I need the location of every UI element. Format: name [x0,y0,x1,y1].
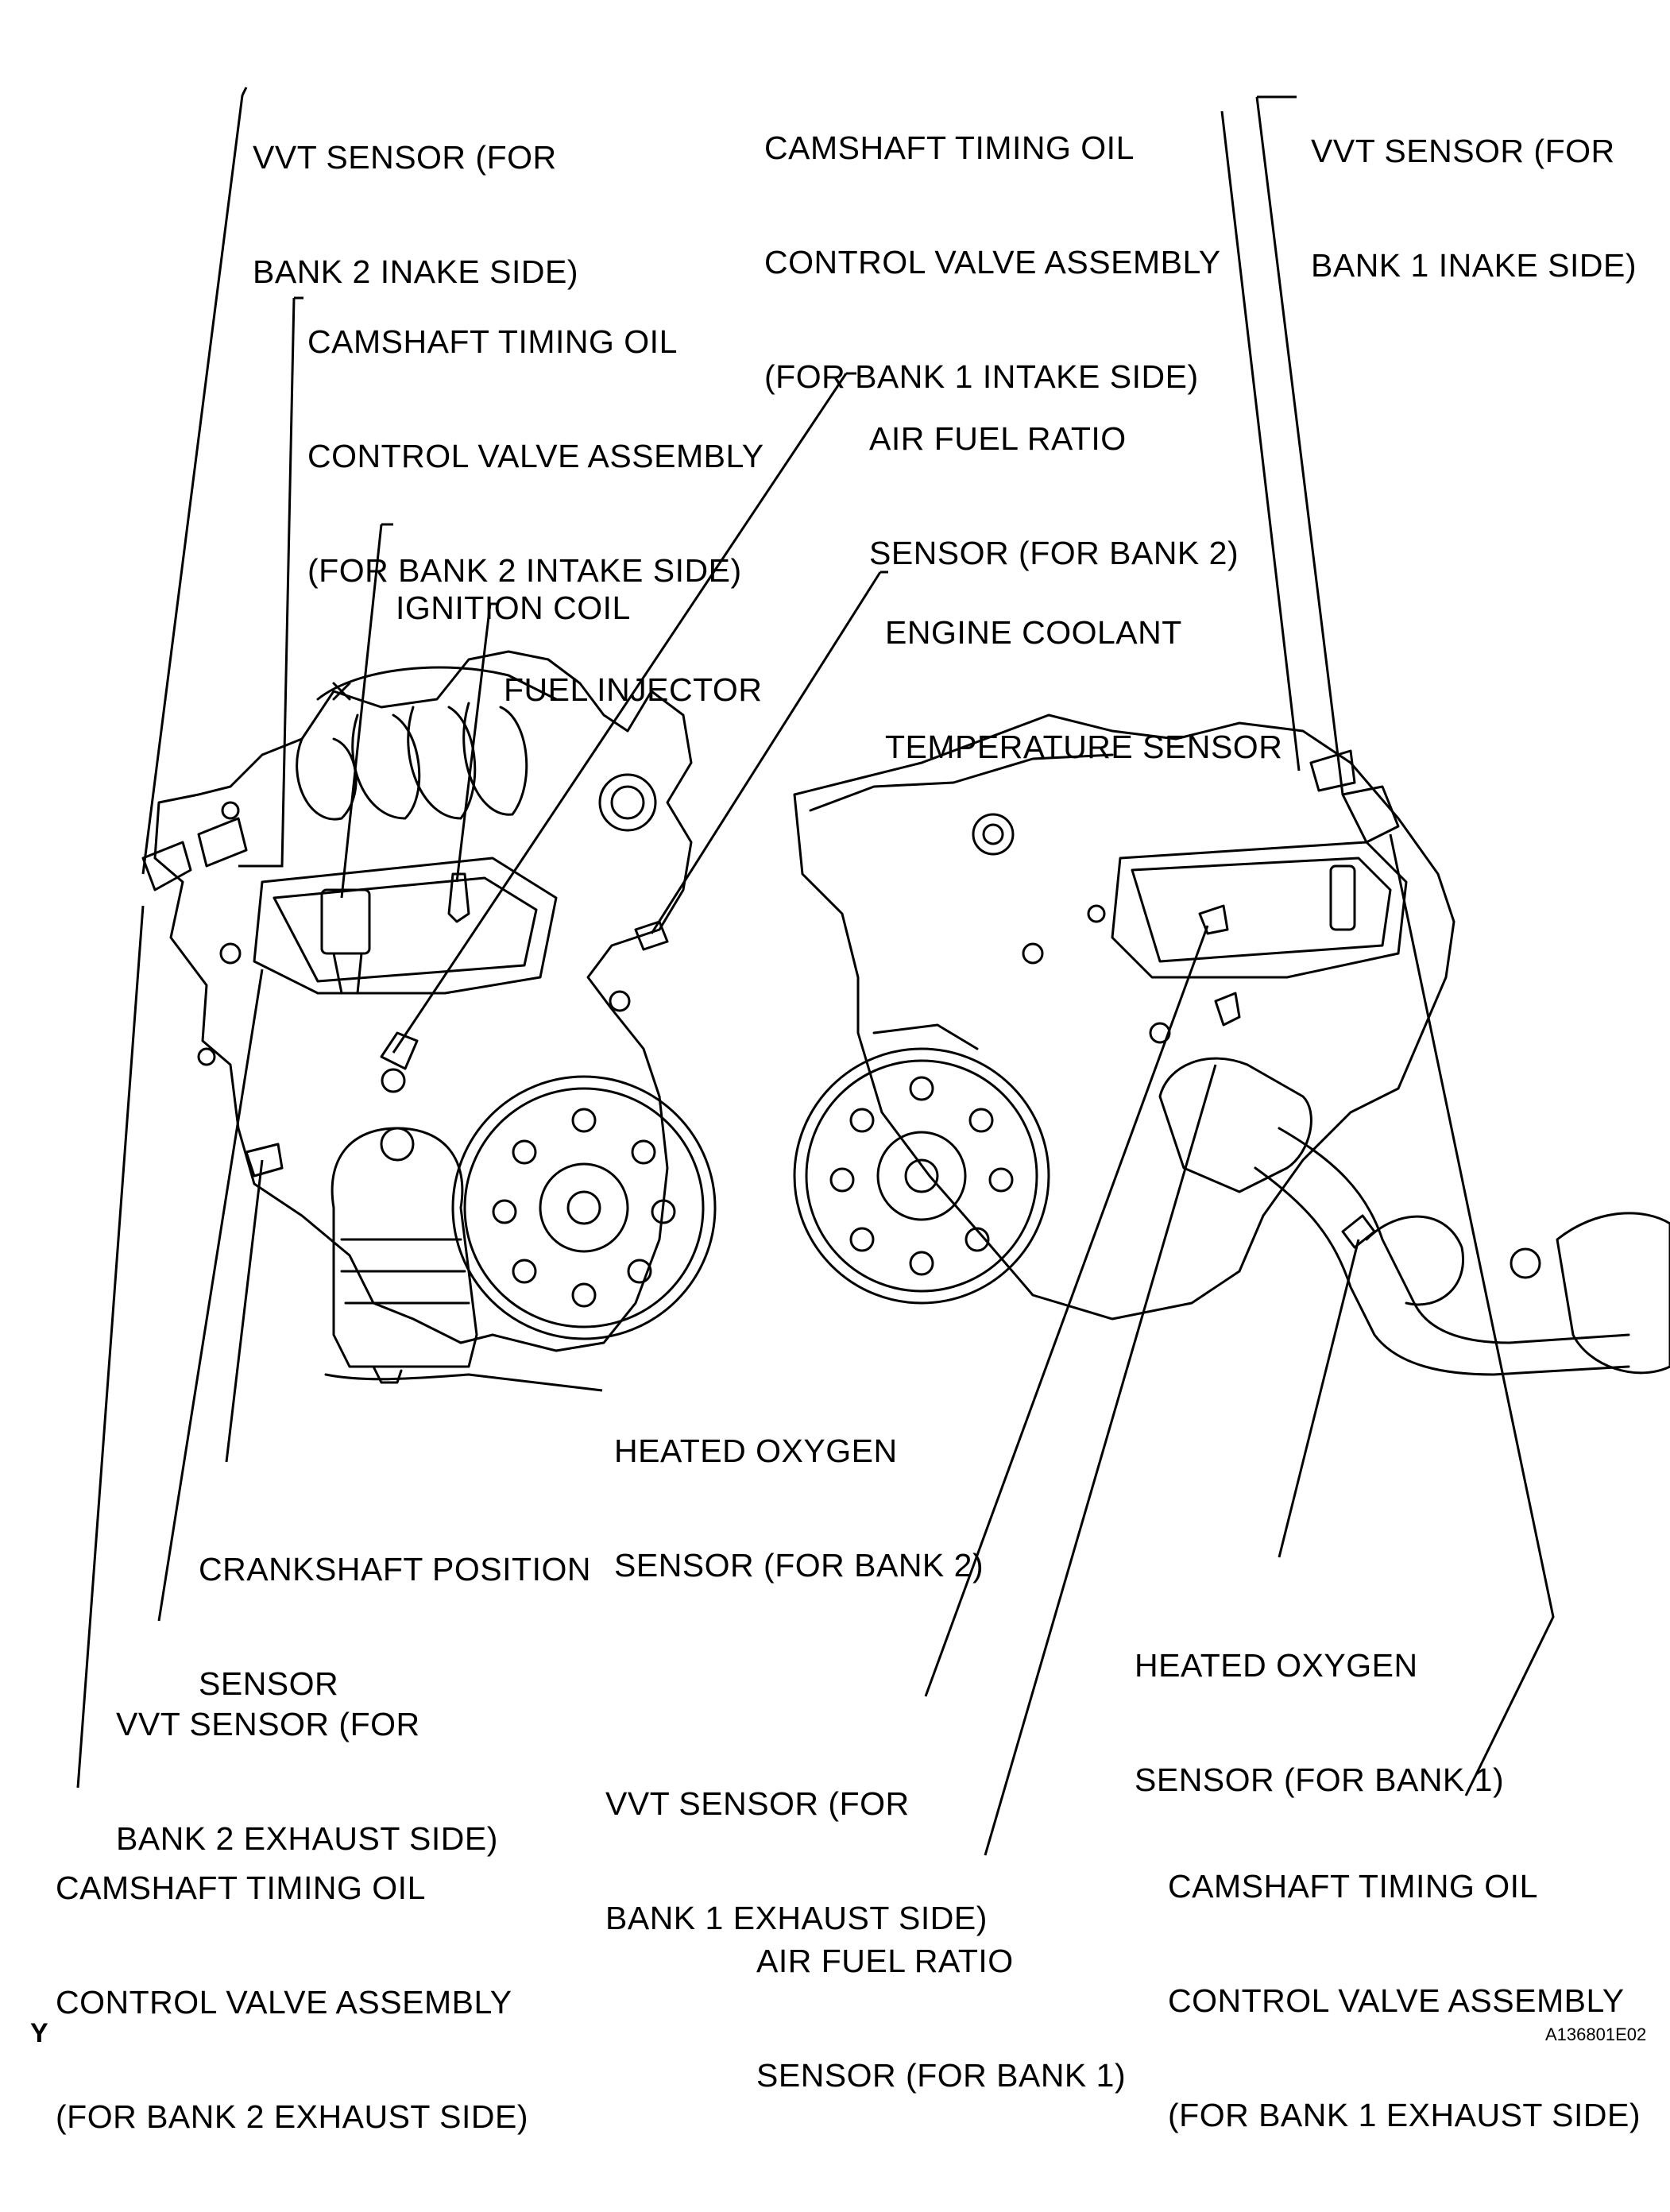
label-ocv-bank1-intake: CAMSHAFT TIMING OIL CONTROL VALVE ASSEMB… [764,130,1221,395]
label-vvt-sensor-bank1-intake: VVT SENSOR (FOR BANK 1 INAKE SIDE) [1311,133,1637,284]
leader-vvt-b1-intake [1255,95,1344,795]
label-ocv-bank1-exhaust: CAMSHAFT TIMING OIL CONTROL VALVE ASSEMB… [1168,1868,1641,2133]
label-engine-coolant-temperature-sensor: ENGINE COOLANT TEMPERATURE SENSOR [885,614,1283,765]
label-ocv-bank2-intake: CAMSHAFT TIMING OIL CONTROL VALVE ASSEMB… [307,323,764,589]
leader-ho2-b2 [468,1373,603,1392]
right-flywheel-holes [829,1076,1014,1276]
leader-ocv-b2-intake [238,296,303,868]
right-engine-drawing [793,713,1670,1376]
label-air-fuel-ratio-sensor-bank1: AIR FUEL RATIO SENSOR (FOR BANK 1) [756,1943,1127,2094]
label-ocv-bank2-exhaust: CAMSHAFT TIMING OIL CONTROL VALVE ASSEMB… [56,1870,528,2135]
label-ignition-coil: IGNITION COIL [396,590,631,626]
label-crankshaft-position-sensor: CRANKSHAFT POSITION SENSOR [199,1551,591,1702]
leader-af-b2 [392,372,856,1054]
leader-ect [650,570,888,934]
leader-lines [76,87,1555,1856]
engine-component-diagram: VVT SENSOR (FOR BANK 2 INAKE SIDE) CAMSH… [30,87,1670,2135]
left-flywheel-holes [492,1108,676,1308]
leader-ignition-coil [340,523,393,899]
label-air-fuel-ratio-sensor-bank2: AIR FUEL RATIO SENSOR (FOR BANK 2) [869,420,1239,571]
label-heated-oxygen-sensor-bank1: HEATED OXYGEN SENSOR (FOR BANK 1) [1135,1647,1505,1798]
label-heated-oxygen-sensor-bank2: HEATED OXYGEN SENSOR (FOR BANK 2) [614,1433,984,1584]
label-fuel-injector: FUEL INJECTOR [504,671,763,708]
label-vvt-sensor-bank2-intake: VVT SENSOR (FOR BANK 2 INAKE SIDE) [253,139,579,290]
leader-vvt-b1-exhaust [924,925,1209,1697]
leader-ocv-b2-exhaust [76,905,145,1789]
label-vvt-sensor-bank1-exhaust: VVT SENSOR (FOR BANK 1 EXHAUST SIDE) [605,1785,988,1936]
corner-mark: Y [30,2018,48,2048]
leader-vvt-b2-intake [141,87,248,875]
leader-fuel-injector [455,602,499,883]
label-vvt-sensor-bank2-exhaust: VVT SENSOR (FOR BANK 2 EXHAUST SIDE) [116,1706,498,1857]
leader-ckp [225,1159,264,1463]
leader-ocv-b1-intake [1220,110,1301,771]
figure-code: A136801E02 [1545,2024,1647,2044]
leader-vvt-b2-exhaust [157,969,264,1622]
leader-ocv-b1-exhaust [1389,833,1555,1796]
left-engine-drawing [141,650,717,1384]
leader-ho2-b1 [1278,1239,1360,1558]
engine-illustration [76,87,1670,1856]
leader-af-b1 [984,1064,1217,1856]
